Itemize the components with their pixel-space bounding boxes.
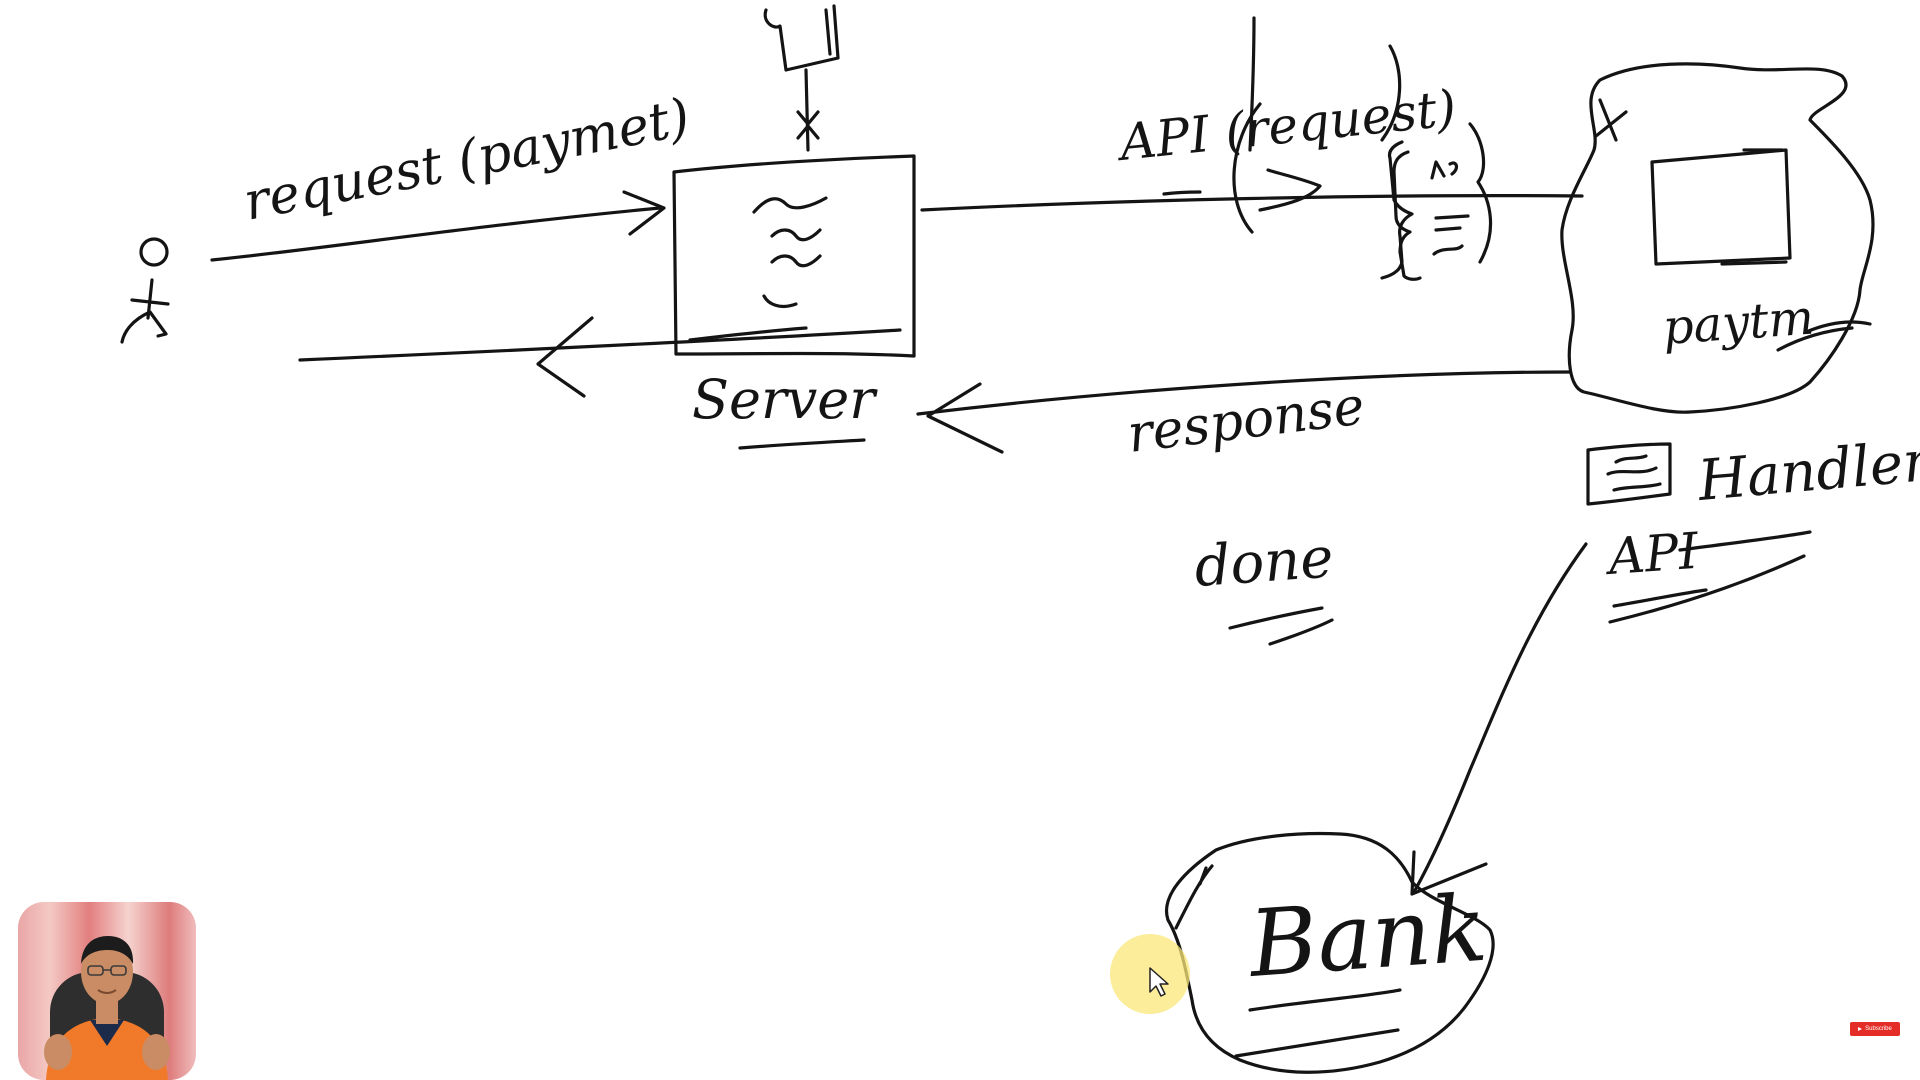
payment-gateway-cloud [1560, 62, 1875, 414]
return-arrow [298, 316, 902, 398]
handler-to-bank-arrow [1410, 542, 1588, 896]
handler-block [1586, 442, 1672, 506]
request-params-close-bracket [1468, 122, 1493, 264]
handler-api-lines [1608, 530, 1812, 624]
server-label: Server [692, 368, 878, 431]
pointer-arrow-icon [1149, 967, 1169, 997]
response-arrow [916, 370, 1572, 454]
cursor-highlight [1110, 934, 1190, 1014]
subscribe-button[interactable]: Subscribe [1850, 1022, 1900, 1036]
subscribe-label: Subscribe [1865, 1026, 1892, 1032]
request-params-lines [1430, 160, 1470, 256]
request-params-open-bracket [1232, 102, 1262, 234]
presenter-webcam [18, 902, 196, 1080]
handler-api-label: API [1603, 522, 1702, 586]
server-box [672, 154, 916, 358]
database-icon [763, 4, 840, 152]
user-stick-figure [120, 237, 170, 344]
presenter-avatar [44, 936, 170, 1080]
done-underline [1228, 606, 1334, 646]
bank-label: Bank [1244, 875, 1490, 998]
play-icon [1858, 1027, 1863, 1031]
request-params-brace [1248, 16, 1414, 280]
request-params-brace-left [1392, 150, 1422, 281]
api-request-label: API (request) [1113, 79, 1459, 172]
handler-label: Handler [1695, 429, 1920, 514]
server-label-underline [738, 438, 866, 450]
request-arrow [210, 190, 666, 262]
payment-gateway-label: paytm [1661, 290, 1816, 356]
done-label: done [1192, 525, 1335, 600]
api-request-arrow [920, 168, 1584, 212]
